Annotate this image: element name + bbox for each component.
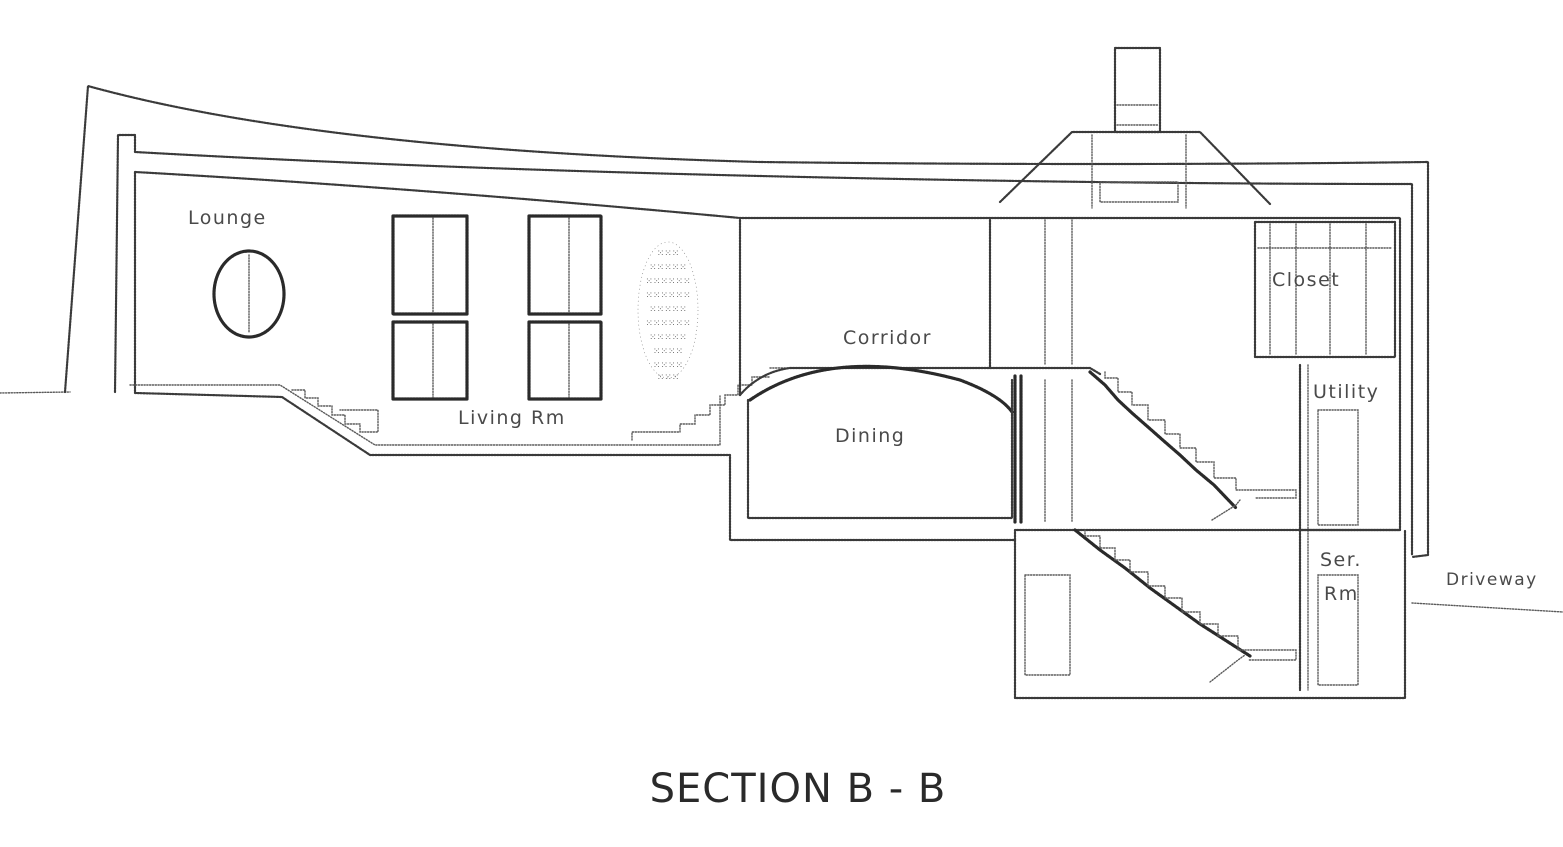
label-driveway: Driveway <box>1446 570 1538 590</box>
dining-vault-outer <box>738 366 1102 397</box>
living-floor-inner <box>129 384 721 446</box>
label-servant-2: Rm <box>1324 583 1359 605</box>
svg-text:⁙⁙⁙⁙: ⁙⁙⁙⁙ <box>653 361 683 371</box>
svg-text:⁙⁙⁙⁙⁙⁙: ⁙⁙⁙⁙⁙⁙ <box>645 319 690 329</box>
chimney-hood <box>998 130 1272 206</box>
svg-text:⁙⁙⁙⁙⁙⁙: ⁙⁙⁙⁙⁙⁙ <box>645 291 690 301</box>
lower-level-shell <box>1013 528 1407 700</box>
ground-line-right <box>1411 602 1563 613</box>
ground-line-left <box>0 391 71 394</box>
lounge-steps <box>291 389 379 433</box>
lower-stair-treads <box>1084 529 1297 661</box>
svg-text:⁙⁙⁙: ⁙⁙⁙ <box>657 249 680 259</box>
lower-window <box>1024 574 1071 676</box>
svg-text:⁙⁙⁙: ⁙⁙⁙ <box>657 373 680 383</box>
label-utility: Utility <box>1313 381 1379 403</box>
label-living: Living Rm <box>458 407 566 429</box>
window-4 <box>527 320 603 401</box>
corridor-steps <box>631 376 771 441</box>
drawing-title: SECTION B - B <box>650 766 947 812</box>
lower-stair <box>1073 528 1252 658</box>
earth-berm-outline <box>63 84 1430 559</box>
roof-slab <box>113 133 1414 557</box>
upper-stair-treads <box>1104 371 1297 499</box>
label-servant-1: Ser. <box>1320 549 1362 571</box>
label-corridor: Corridor <box>843 327 932 349</box>
upper-stair-base <box>1211 499 1241 521</box>
lounge-fireplace <box>212 249 286 339</box>
living-shell <box>133 170 1402 542</box>
decorative-screen: ⁙⁙⁙ ⁙⁙⁙⁙⁙ ⁙⁙⁙⁙⁙⁙ ⁙⁙⁙⁙⁙⁙ ⁙⁙⁙⁙⁙ ⁙⁙⁙⁙⁙⁙ ⁙⁙⁙… <box>637 241 699 383</box>
window-3 <box>527 214 603 316</box>
svg-text:⁙⁙⁙⁙⁙: ⁙⁙⁙⁙⁙ <box>649 305 687 315</box>
svg-text:⁙⁙⁙⁙: ⁙⁙⁙⁙ <box>653 347 683 357</box>
window-2 <box>391 320 469 401</box>
svg-text:⁙⁙⁙⁙⁙⁙: ⁙⁙⁙⁙⁙⁙ <box>645 277 690 287</box>
closet-divisions <box>1257 223 1393 356</box>
window-1 <box>391 214 469 316</box>
closet-box <box>1253 220 1397 359</box>
svg-text:⁙⁙⁙⁙⁙: ⁙⁙⁙⁙⁙ <box>649 263 687 273</box>
utility-cabinet <box>1317 409 1359 526</box>
lower-stair-base <box>1209 654 1246 683</box>
label-dining: Dining <box>835 425 905 447</box>
label-closet: Closet <box>1272 269 1340 291</box>
upper-stair <box>1088 370 1238 510</box>
chimney-top <box>1113 46 1162 134</box>
chimney-flue-box <box>1099 181 1179 203</box>
svg-text:⁙⁙⁙⁙⁙: ⁙⁙⁙⁙⁙ <box>649 333 687 343</box>
servant-cabinet <box>1317 574 1359 686</box>
dining-room-shell <box>746 378 1014 520</box>
dining-vault <box>748 364 1014 414</box>
label-lounge: Lounge <box>188 207 267 229</box>
